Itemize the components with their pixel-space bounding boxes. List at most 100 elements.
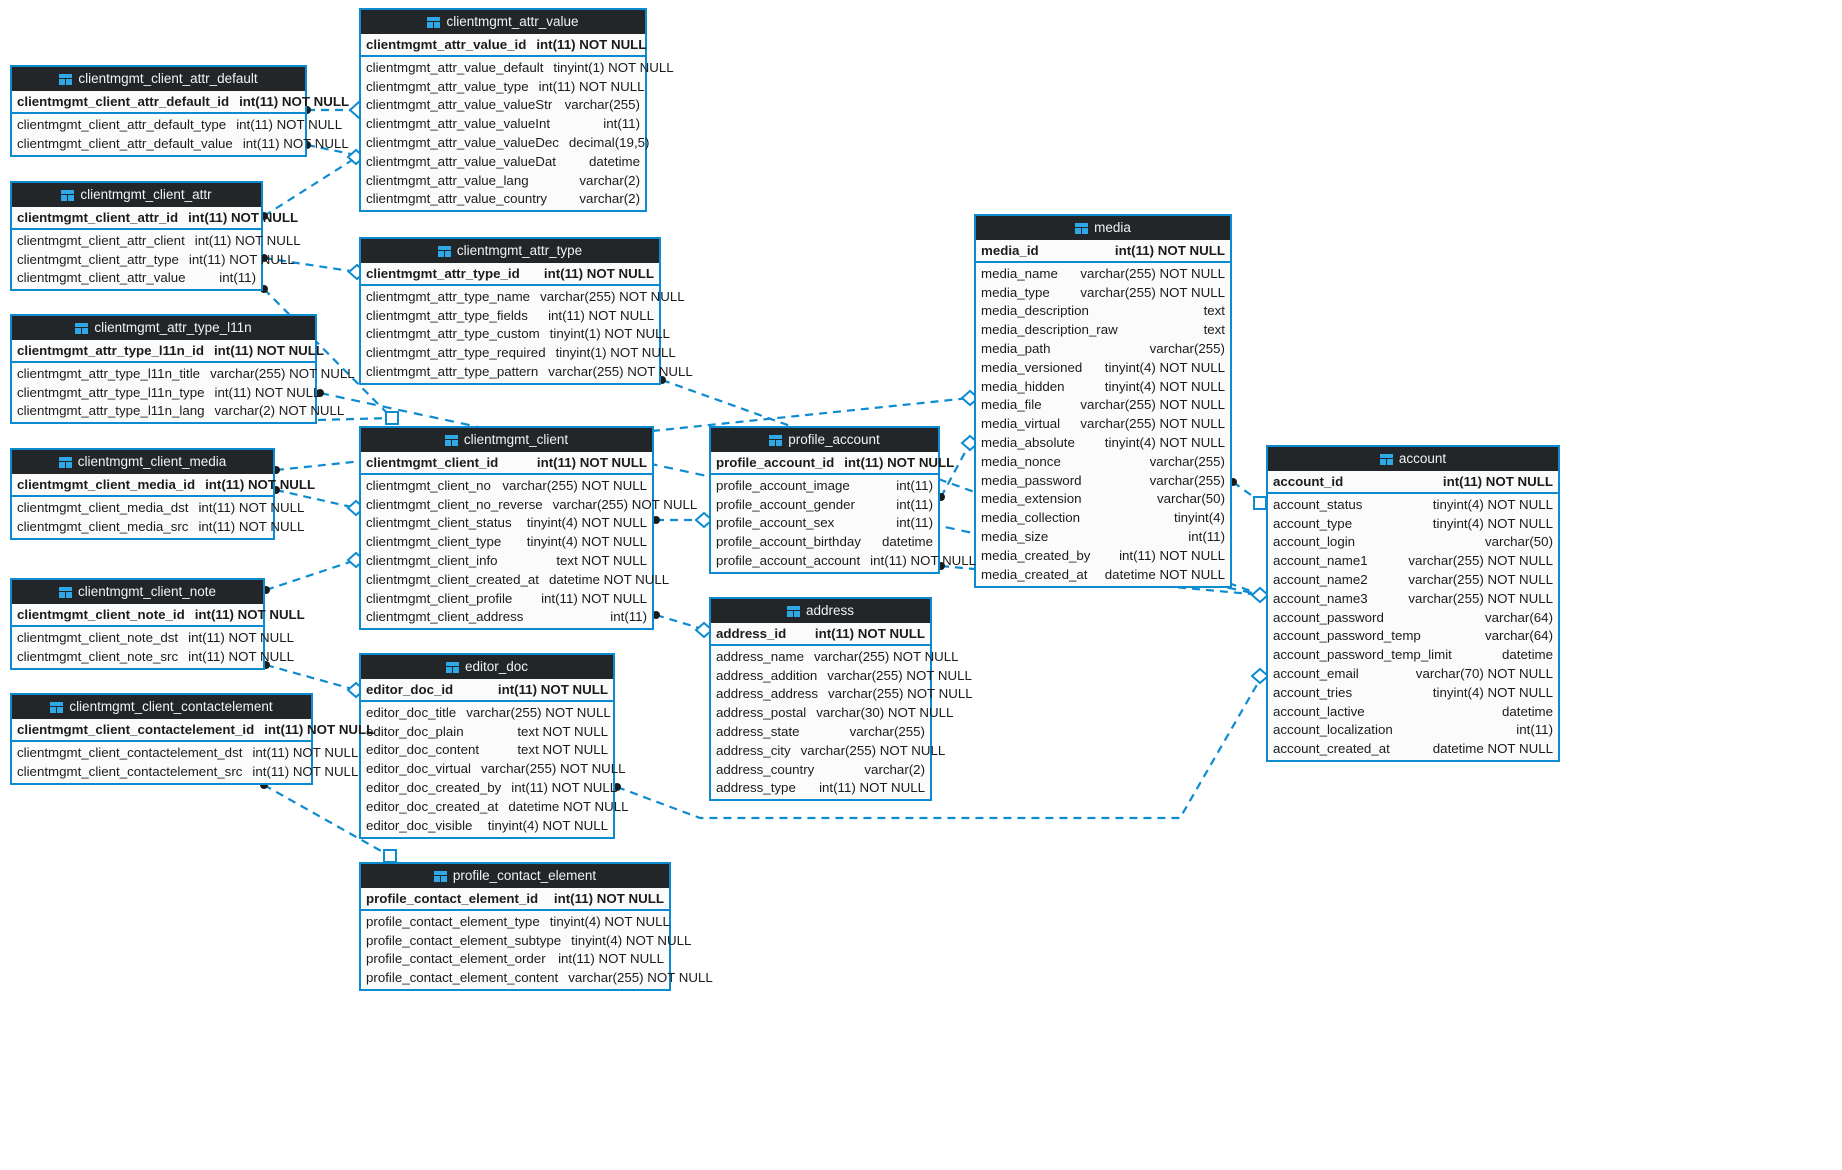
entity-header-clientmgmt_client[interactable]: clientmgmt_client <box>361 428 652 452</box>
entity-clientmgmt_attr_type[interactable]: clientmgmt_attr_type clientmgmt_attr_type… <box>359 237 693 385</box>
entity-header-clientmgmt_client_contactelement[interactable]: clientmgmt_client_contactelement <box>12 695 311 719</box>
entity-header-clientmgmt_client_media[interactable]: clientmgmt_client_media <box>12 450 273 474</box>
entity-header-account[interactable]: account <box>1268 447 1558 471</box>
entity-header-clientmgmt_attr_type[interactable]: clientmgmt_attr_type <box>361 239 659 263</box>
entity-header-clientmgmt_client_attr[interactable]: clientmgmt_client_attr <box>12 183 261 207</box>
entity-header-clientmgmt_attr_value[interactable]: clientmgmt_attr_value <box>361 10 645 34</box>
entity-profile_contact_element[interactable]: profile_contact_element profile_contact_e… <box>359 862 713 992</box>
entity-header-profile_account[interactable]: profile_account <box>711 428 938 452</box>
entity-header-clientmgmt_attr_type_l11n[interactable]: clientmgmt_attr_type_l11n <box>12 316 315 340</box>
entity-header-editor_doc[interactable]: editor_doc <box>361 655 613 679</box>
entity-header-clientmgmt_client_attr_default[interactable]: clientmgmt_client_attr_default <box>12 67 305 91</box>
entity-header-profile_contact_element[interactable]: profile_contact_element <box>361 864 669 888</box>
